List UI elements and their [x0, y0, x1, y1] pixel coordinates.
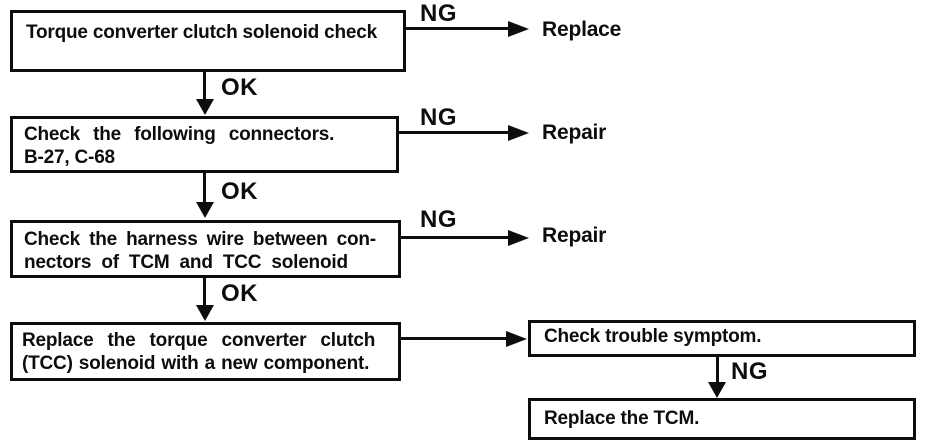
- step4-text-line2: (TCC) solenoid with a new component.: [22, 353, 370, 374]
- ng1-arrowhead-icon: [508, 21, 529, 37]
- ok3-label: OK: [221, 280, 258, 307]
- step6-box-replace-tcm: Replace the TCM.: [528, 398, 916, 440]
- ok1-label: OK: [221, 74, 258, 101]
- ng2-label: NG: [420, 104, 457, 131]
- ok3-arrow-line: [203, 278, 206, 306]
- step4-text-line1: Replace the torque converter clutch: [22, 330, 376, 351]
- step4-to-step5-arrowhead-icon: [506, 331, 527, 347]
- step5-text: Check trouble symptom.: [544, 326, 762, 347]
- step2-box-check-connectors: Check the following connectors. B-27, C-…: [10, 116, 399, 173]
- ng4-arrow-line: [716, 357, 719, 383]
- step5-box-check-trouble-symptom: Check trouble symptom.: [528, 320, 916, 357]
- outcome3-repair: Repair: [542, 224, 607, 247]
- ok1-arrowhead-icon: [196, 99, 214, 115]
- ng3-arrow-line: [400, 236, 512, 239]
- step6-text: Replace the TCM.: [544, 408, 700, 429]
- step3-box-check-harness: Check the harness wire between con- nect…: [10, 220, 401, 278]
- ok2-label: OK: [221, 178, 258, 205]
- ng3-arrowhead-icon: [508, 230, 529, 246]
- step1-text: Torque converter clutch solenoid check: [26, 22, 378, 43]
- step3-text-line1: Check the harness wire between con-: [24, 229, 376, 250]
- ng1-label: NG: [420, 0, 457, 27]
- outcome1-replace: Replace: [542, 18, 622, 41]
- ng2-arrowhead-icon: [508, 125, 529, 141]
- ng4-label: NG: [731, 358, 768, 385]
- ok1-arrow-line: [203, 72, 206, 100]
- ok2-arrow-line: [203, 173, 206, 203]
- step1-box-solenoid-check: Torque converter clutch solenoid check: [10, 10, 406, 72]
- step2-text-line2: B-27, C-68: [24, 147, 115, 168]
- ng1-arrow-line: [405, 27, 512, 30]
- step2-text-line1: Check the following connectors.: [24, 124, 335, 145]
- ng3-label: NG: [420, 206, 457, 233]
- ok2-arrowhead-icon: [196, 202, 214, 218]
- ng2-arrow-line: [398, 131, 512, 134]
- outcome2-repair: Repair: [542, 121, 607, 144]
- step4-to-step5-arrow-line: [401, 337, 508, 340]
- step3-text-line2: nectors of TCM and TCC solenoid: [24, 252, 348, 273]
- ng4-arrowhead-icon: [708, 382, 726, 398]
- step4-box-replace-solenoid: Replace the torque converter clutch (TCC…: [10, 322, 401, 381]
- ok3-arrowhead-icon: [196, 305, 214, 321]
